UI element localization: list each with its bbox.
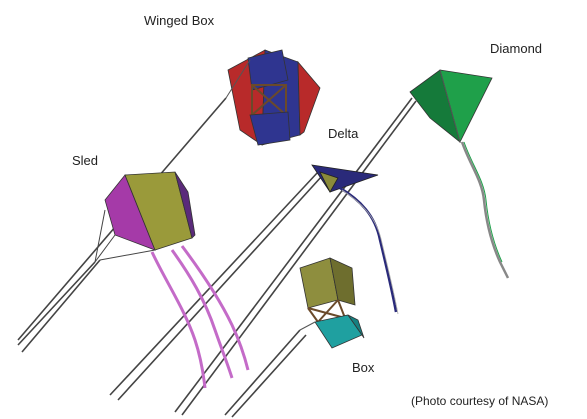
photo-credit: (Photo courtesy of NASA)	[411, 394, 549, 408]
winged-box-label: Winged Box	[144, 13, 215, 28]
delta-label: Delta	[328, 126, 359, 141]
diamond-tether-b	[181, 100, 417, 416]
delta-kite	[311, 164, 399, 315]
tether-lines	[17, 97, 417, 418]
diamond-label: Diamond	[490, 41, 543, 56]
sled-tether-b	[21, 259, 101, 353]
delta-tether-a	[109, 171, 319, 396]
sled-tether-a	[17, 261, 96, 346]
delta-tether-b	[117, 175, 323, 401]
diamond-tether-a	[174, 97, 413, 413]
diamond-kite	[409, 69, 510, 279]
sled-kite	[94, 171, 250, 389]
box-tether-b	[231, 334, 307, 418]
box-label: Box	[352, 360, 375, 375]
winged-box-kite	[225, 49, 321, 146]
box-tether-a	[224, 329, 301, 416]
box-kite	[299, 257, 365, 349]
sled-label: Sled	[72, 153, 99, 168]
